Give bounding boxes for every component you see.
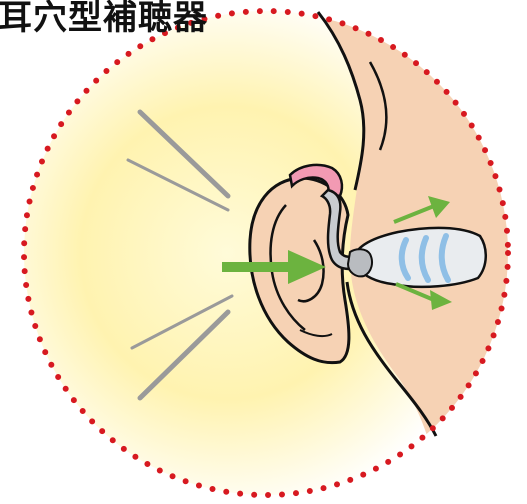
page-title: 耳穴型補聴器 — [0, 0, 208, 38]
tube-connector — [348, 249, 372, 276]
